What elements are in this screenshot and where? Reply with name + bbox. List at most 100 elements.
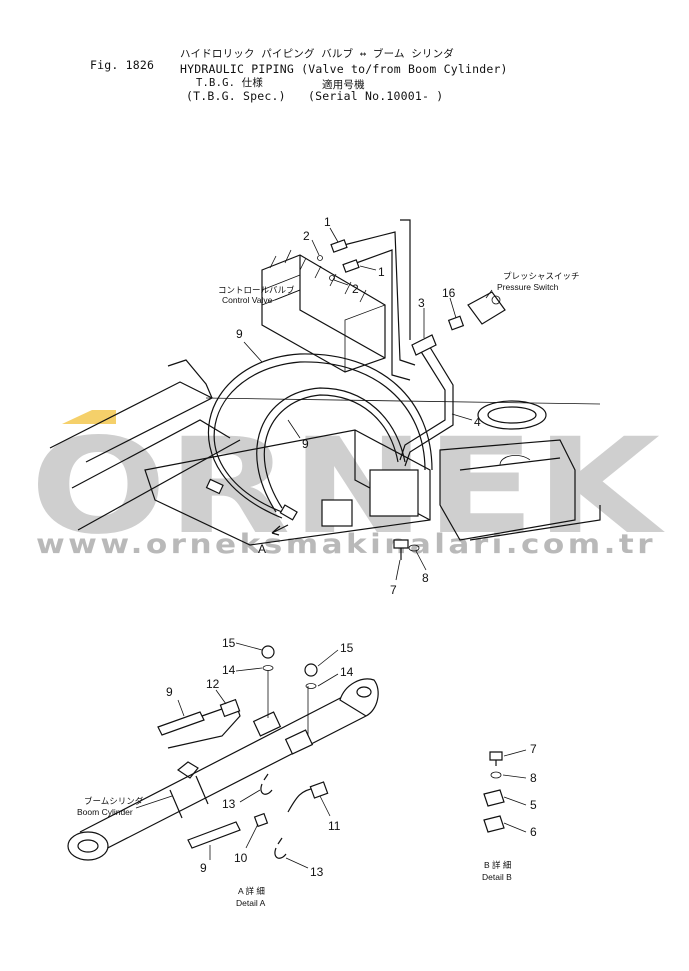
control-valve-label-jp: コントロールバルブ	[218, 285, 295, 295]
frame-line	[205, 397, 601, 405]
detail-b-label-jp: B 詳 細	[484, 860, 511, 870]
callout-top-3: 3	[418, 296, 425, 310]
detail-a-label: Detail A	[236, 898, 266, 908]
boom-mid-edge	[71, 419, 231, 489]
pipe-line-a	[339, 231, 416, 366]
clamp-plate-b	[284, 729, 314, 755]
callout-top-7: 7	[390, 583, 397, 597]
spec-japanese: T.B.G. 仕様	[196, 77, 264, 89]
bolt-7	[393, 539, 409, 549]
hose-9-a	[157, 711, 205, 736]
boom-lower-edge	[77, 439, 241, 531]
cylinder-port-a	[176, 761, 199, 779]
callout-a-9a: 9	[166, 685, 173, 699]
callout-top-16: 16	[442, 286, 456, 300]
leader-1a	[329, 227, 339, 243]
washer-8-b	[490, 771, 502, 779]
callout-a-13b: 13	[310, 865, 324, 879]
pipe-line-c	[400, 219, 411, 340]
detail-b-label: Detail B	[482, 872, 512, 882]
swing-ring-inner	[487, 406, 537, 424]
cylinder-rod-eye	[67, 831, 109, 861]
tank-body	[439, 439, 576, 541]
watermark-url: www.orneksmakinalari.com.tr	[36, 529, 656, 560]
leader-8	[415, 550, 427, 571]
leader-9c	[177, 699, 185, 717]
watermark-accent	[62, 410, 116, 424]
clamp-13-b	[274, 837, 287, 859]
washer-14-b	[305, 683, 317, 689]
callout-top-2b: 2	[352, 282, 359, 296]
boom-cylinder-label-jp: ブームシリンダ	[84, 796, 144, 806]
top-fittings	[271, 239, 506, 560]
pressure-switch-label-jp: プレッシャスイッチ	[503, 271, 580, 281]
hose-fitting-a	[279, 504, 298, 521]
callout-top-9a: 9	[236, 327, 243, 341]
callout-top-2a: 2	[303, 229, 310, 243]
oring-2-upper	[317, 255, 323, 261]
callout-b-6: 6	[530, 825, 537, 839]
callout-a-11: 11	[328, 819, 341, 833]
hose-9-inner-b	[256, 387, 406, 513]
leader-7	[395, 559, 401, 581]
control-valve-edge	[299, 255, 386, 359]
leader-14b	[317, 673, 339, 687]
washer-8	[408, 544, 420, 552]
leader-4	[451, 413, 473, 421]
leader-b-5	[503, 796, 527, 806]
leader-12	[215, 689, 227, 705]
detail-a-label-jp: A 詳 細	[238, 886, 265, 896]
leader-14a	[235, 667, 263, 672]
callout-b-5: 5	[530, 798, 537, 812]
leader-control-valve	[274, 289, 301, 301]
leader-1b	[359, 265, 377, 271]
pipe-3-b	[404, 343, 454, 467]
clamp-13-a	[260, 773, 273, 795]
swing-ring-outer	[477, 400, 547, 430]
leader-boom-cylinder	[135, 795, 173, 809]
leader-b-6	[503, 822, 527, 833]
boom-cylinder-label: Boom Cylinder	[77, 807, 133, 817]
piping	[205, 219, 454, 521]
watermark: ORNEK www.orneksmakinalari.com.tr	[30, 410, 666, 564]
boom-assembly	[49, 359, 601, 546]
leader-9b	[287, 419, 301, 439]
callout-b-8: 8	[530, 771, 537, 785]
figure-number: Fig. 1826	[90, 58, 155, 72]
hose-9-inner-a	[263, 394, 399, 509]
callout-top-8: 8	[422, 571, 429, 585]
fitting-16	[447, 315, 465, 331]
leader-b-7	[503, 749, 527, 757]
fitting-10	[253, 812, 269, 828]
leader-pressure-switch	[485, 289, 493, 299]
callout-top-1a: 1	[324, 215, 331, 229]
frame-right	[469, 505, 601, 541]
title-japanese: ハイドロリック パイピング バルブ ↔ ブーム シリンダ	[180, 48, 455, 60]
hose-fitting-b	[205, 478, 224, 495]
bolt-7-b	[489, 751, 503, 761]
leader-b-8	[502, 774, 527, 779]
leader-9a	[243, 341, 263, 363]
callout-top-1b: 1	[378, 265, 385, 279]
fitting-11	[309, 781, 329, 799]
cylinder-head	[339, 678, 379, 717]
control-valve-label: Control Valve	[222, 295, 273, 305]
callout-a-12: 12	[206, 677, 220, 691]
washer-14-a	[262, 665, 274, 671]
leader-16	[449, 297, 457, 319]
elbow-block	[321, 499, 353, 527]
valve-block	[369, 469, 419, 517]
elbow-12	[219, 698, 241, 718]
callout-a-15b: 15	[340, 641, 354, 655]
spec-english: (T.B.G. Spec.)	[186, 89, 286, 103]
watermark-brand: ORNEK	[30, 410, 666, 564]
serial-japanese: 適用号機	[322, 79, 365, 91]
leader-11	[319, 795, 331, 817]
callout-a-9b: 9	[200, 861, 207, 875]
leader-2a	[311, 239, 320, 256]
elbow-3	[411, 334, 437, 356]
arrow-a	[271, 524, 289, 536]
oring-2-lower	[329, 275, 335, 281]
